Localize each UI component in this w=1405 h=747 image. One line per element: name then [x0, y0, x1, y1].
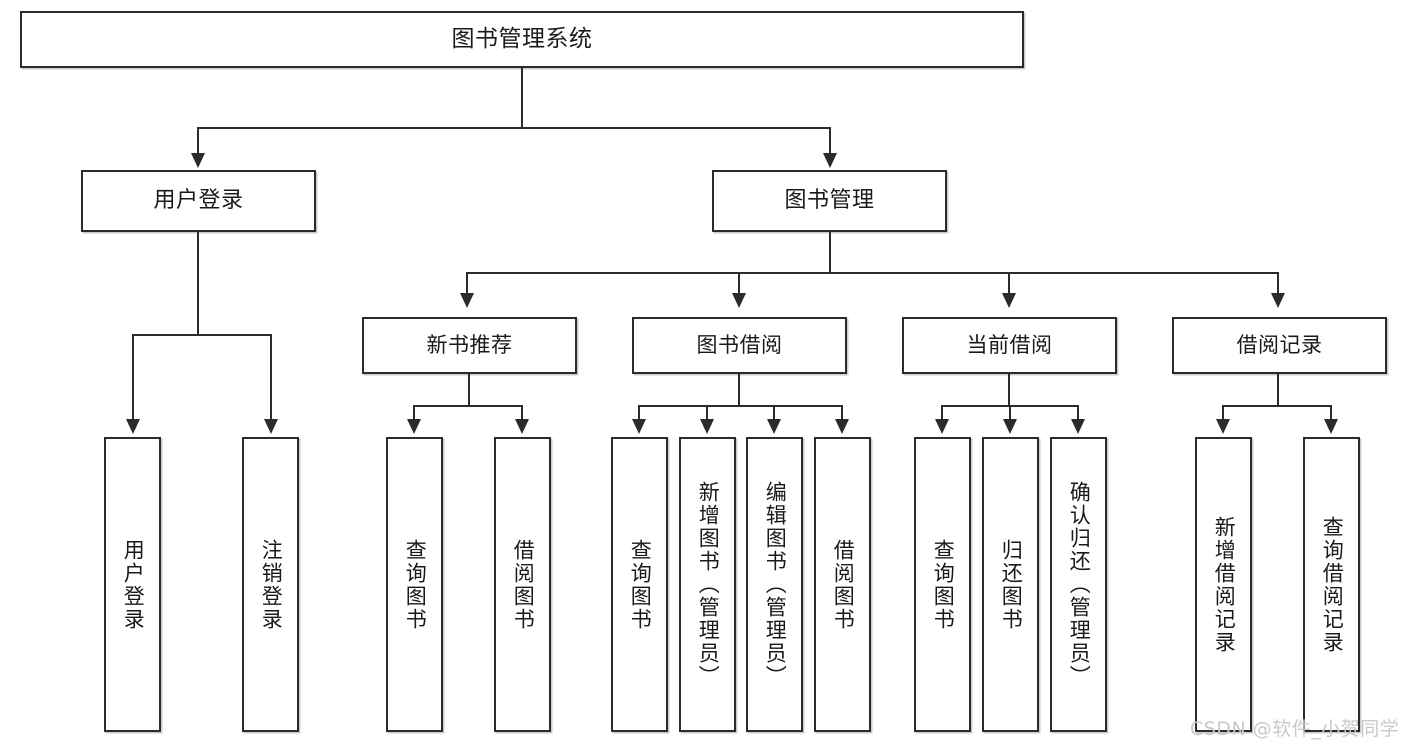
- connector-cb-to-leaf-1: [941, 405, 943, 420]
- leaf-return-book[interactable]: 归还图书: [982, 437, 1039, 732]
- connector-book-management-stem: [829, 232, 831, 273]
- node-label: 图书借阅: [696, 333, 783, 358]
- connector-bb-to-leaf-2: [706, 405, 708, 420]
- arrow-to-borrow-record: [1271, 293, 1285, 308]
- node-label: 图书管理系统: [451, 26, 593, 53]
- connector-cb-to-leaf-2: [1009, 405, 1011, 420]
- leaf-query-borrow-record[interactable]: 查询借阅记录: [1303, 437, 1360, 732]
- connector-bb-to-leaf-3: [773, 405, 775, 420]
- arrow-to-leaf-query-book-bb: [632, 419, 646, 434]
- arrow-to-leaf-user-login: [126, 419, 140, 434]
- node-label: 查询借阅记录: [1320, 515, 1345, 654]
- connector-bb-to-leaf-4: [841, 405, 843, 420]
- node-root-book-management-system[interactable]: 图书管理系统: [20, 11, 1024, 68]
- arrow-to-user-login: [191, 153, 205, 168]
- connector-nbr-stem: [468, 374, 470, 406]
- leaf-logout[interactable]: 注销登录: [242, 437, 299, 732]
- node-label: 编辑图书（管理员）: [763, 481, 788, 688]
- connector-br-stem: [1277, 374, 1279, 406]
- connector-cb-to-leaf-3: [1077, 405, 1079, 420]
- node-label: 查询图书: [931, 538, 956, 631]
- connector-root-bus: [197, 127, 831, 129]
- connector-bb-bus: [638, 405, 843, 407]
- node-label: 图书管理: [784, 188, 875, 214]
- arrow-to-leaf-borrow-book-bb: [835, 419, 849, 434]
- connector-bb-to-leaf-1: [638, 405, 640, 420]
- connector-br-bus: [1222, 405, 1332, 407]
- connector-root-to-book-management: [829, 127, 831, 155]
- connector-user-login-to-leaf-2: [270, 334, 272, 420]
- node-book-borrow[interactable]: 图书借阅: [632, 317, 847, 374]
- node-label: 确认归还（管理员）: [1067, 481, 1092, 688]
- arrow-to-leaf-return-book: [1003, 419, 1017, 434]
- arrow-to-leaf-borrow-book-nbr: [515, 419, 529, 434]
- node-new-book-recommend[interactable]: 新书推荐: [362, 317, 577, 374]
- leaf-edit-book-admin[interactable]: 编辑图书（管理员）: [746, 437, 803, 732]
- leaf-confirm-return-admin[interactable]: 确认归还（管理员）: [1050, 437, 1107, 732]
- node-label: 新书推荐: [426, 333, 513, 358]
- leaf-borrow-book-recommend[interactable]: 借阅图书: [494, 437, 551, 732]
- connector-root-stem: [521, 68, 523, 128]
- connector-bb-stem: [738, 374, 740, 406]
- node-label: 借阅图书: [831, 538, 856, 631]
- arrow-to-book-management: [823, 153, 837, 168]
- connector-user-login-to-leaf-1: [132, 334, 134, 420]
- leaf-add-borrow-record[interactable]: 新增借阅记录: [1195, 437, 1252, 732]
- arrow-to-leaf-query-book-nbr: [407, 419, 421, 434]
- connector-user-login-bus: [132, 334, 272, 336]
- node-label: 归还图书: [999, 538, 1024, 631]
- node-label: 查询图书: [403, 538, 428, 631]
- connector-bm-to-borrow-record: [1277, 272, 1279, 294]
- connector-book-management-bus: [466, 272, 1278, 274]
- node-borrow-record[interactable]: 借阅记录: [1172, 317, 1387, 374]
- arrow-to-current-borrow: [1002, 293, 1016, 308]
- connector-br-to-leaf-1: [1222, 405, 1224, 420]
- node-label: 注销登录: [259, 538, 284, 631]
- connector-user-login-stem: [197, 232, 199, 335]
- leaf-query-book-recommend[interactable]: 查询图书: [386, 437, 443, 732]
- connector-nbr-bus: [413, 405, 523, 407]
- arrow-to-leaf-logout: [264, 419, 278, 434]
- node-current-borrow[interactable]: 当前借阅: [902, 317, 1117, 374]
- connector-cb-stem: [1008, 374, 1010, 406]
- node-label: 新增借阅记录: [1212, 515, 1237, 654]
- node-label: 用户登录: [121, 538, 146, 631]
- node-label: 借阅图书: [511, 538, 536, 631]
- node-label: 新增图书（管理员）: [696, 481, 721, 688]
- connector-bm-to-current-borrow: [1008, 272, 1010, 294]
- leaf-add-book-admin[interactable]: 新增图书（管理员）: [679, 437, 736, 732]
- node-book-management[interactable]: 图书管理: [712, 170, 947, 232]
- arrow-to-leaf-add-record: [1216, 419, 1230, 434]
- node-label: 借阅记录: [1236, 333, 1323, 358]
- arrow-to-leaf-confirm-return: [1071, 419, 1085, 434]
- connector-bm-to-new-book: [466, 272, 468, 294]
- node-label: 查询图书: [628, 538, 653, 631]
- node-user-login[interactable]: 用户登录: [81, 170, 316, 232]
- leaf-user-login[interactable]: 用户登录: [104, 437, 161, 732]
- arrow-to-book-borrow: [732, 293, 746, 308]
- arrow-to-leaf-query-book-cb: [935, 419, 949, 434]
- arrow-to-leaf-add-book: [700, 419, 714, 434]
- watermark-text: CSDN @软件_小贺同学: [1190, 718, 1400, 740]
- leaf-borrow-book[interactable]: 借阅图书: [814, 437, 871, 732]
- arrow-to-leaf-query-record: [1324, 419, 1338, 434]
- connector-br-to-leaf-2: [1330, 405, 1332, 420]
- connector-nbr-to-leaf-2: [521, 405, 523, 420]
- connector-bm-to-book-borrow: [738, 272, 740, 294]
- node-label: 当前借阅: [966, 333, 1053, 358]
- connector-nbr-to-leaf-1: [413, 405, 415, 420]
- leaf-query-book-borrow[interactable]: 查询图书: [611, 437, 668, 732]
- arrow-to-leaf-edit-book: [767, 419, 781, 434]
- arrow-to-new-book-recommend: [460, 293, 474, 308]
- connector-root-to-user-login: [197, 127, 199, 155]
- node-label: 用户登录: [153, 188, 244, 214]
- leaf-query-book-current[interactable]: 查询图书: [914, 437, 971, 732]
